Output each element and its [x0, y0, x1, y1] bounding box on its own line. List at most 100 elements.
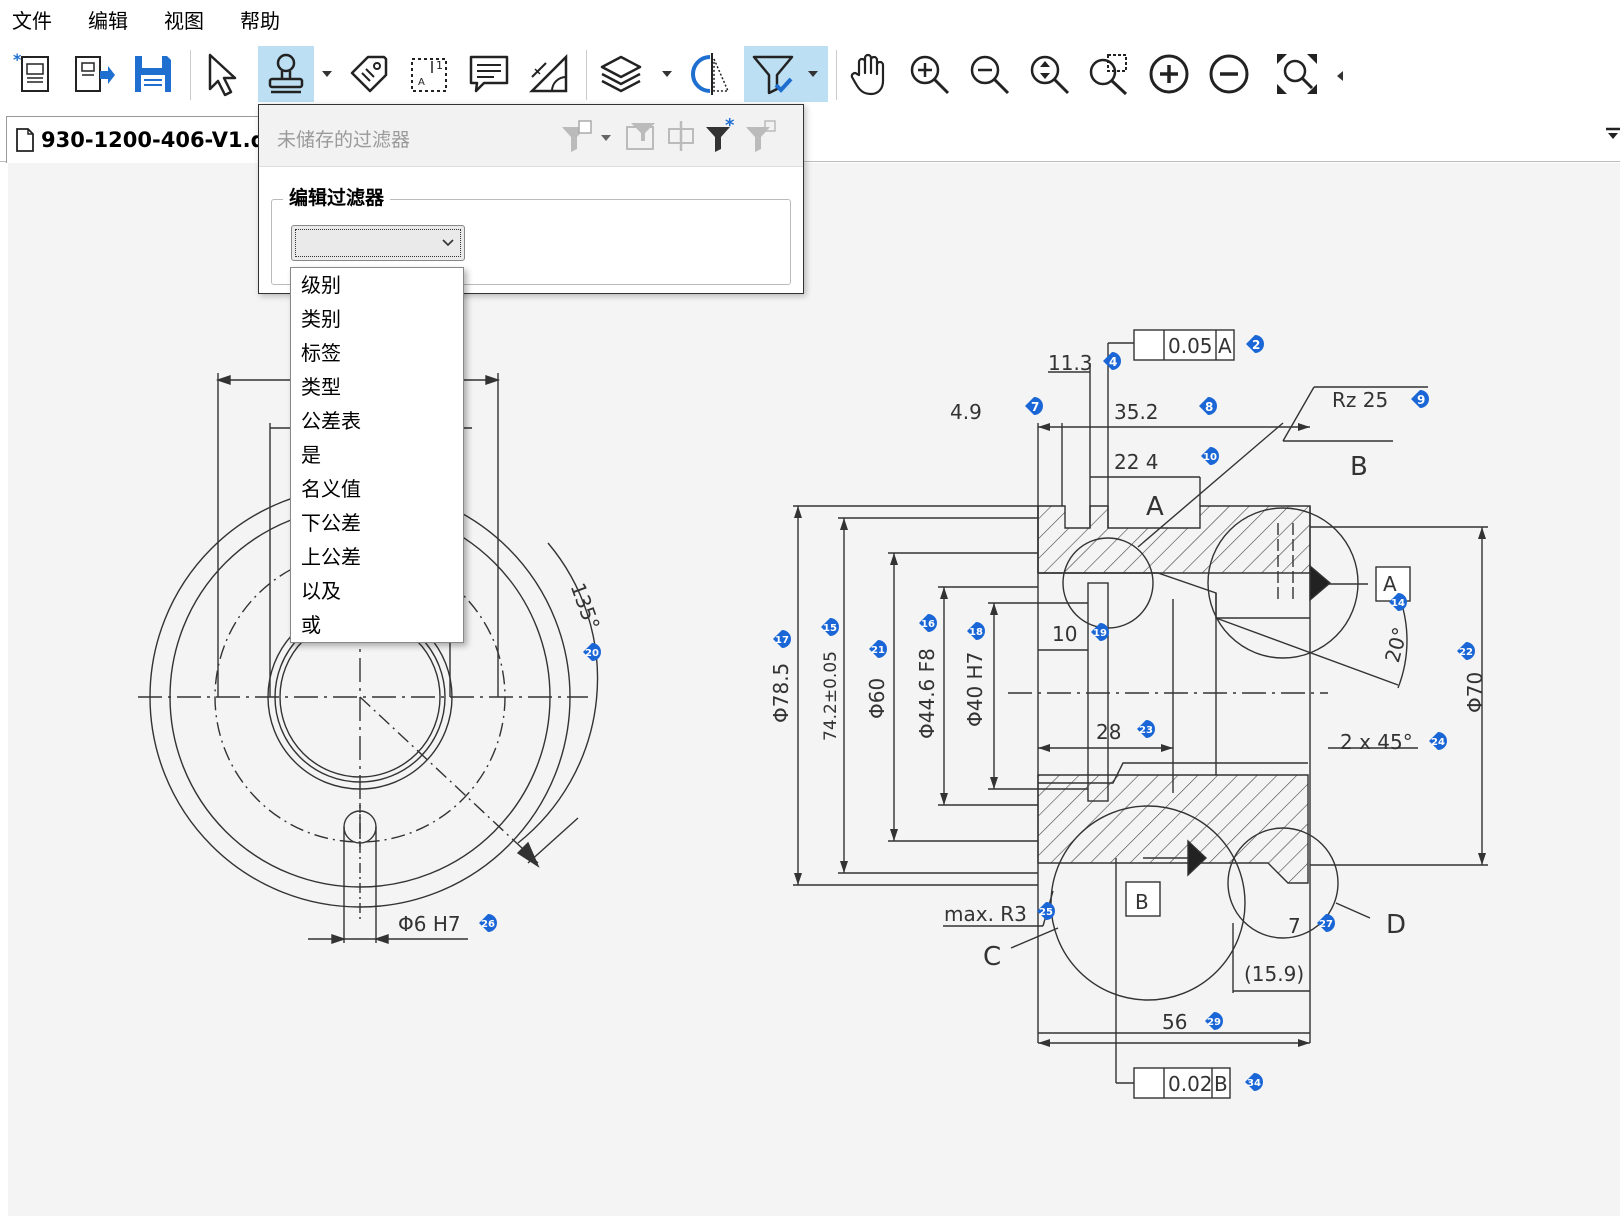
filter-dropdown-arrow[interactable]	[806, 68, 820, 80]
stamp-dropdown-arrow[interactable]	[320, 68, 334, 80]
balloon-22[interactable]: 22	[1457, 642, 1475, 660]
balloon-18[interactable]: 18	[967, 622, 985, 640]
zoom-window-icon[interactable]	[1082, 46, 1136, 102]
select-focus-ring	[295, 229, 461, 257]
dim-max-r3: max. R3	[944, 902, 1027, 926]
balloon-10[interactable]: 10	[1201, 447, 1219, 465]
dropdown-option-category[interactable]: 类别	[301, 307, 341, 331]
svg-text:19: 19	[1093, 628, 1107, 639]
svg-text:A: A	[418, 77, 425, 88]
file-icon	[16, 128, 34, 152]
svg-text:25: 25	[1039, 907, 1053, 918]
new-document-icon[interactable]: *	[6, 46, 60, 102]
stamp-icon[interactable]	[258, 46, 314, 102]
filter-criterion-select[interactable]	[291, 225, 465, 261]
toolbar-overflow-arrow[interactable]	[1336, 70, 1344, 82]
new-filter-icon[interactable]: *	[703, 117, 739, 155]
zoom-out-icon[interactable]	[962, 46, 1016, 102]
balloon-4[interactable]: 4	[1103, 352, 1121, 370]
balloon-7[interactable]: 7	[1025, 397, 1043, 415]
split-filter-icon[interactable]	[663, 117, 699, 155]
comment-icon[interactable]	[462, 46, 516, 102]
balloon-29[interactable]: 29	[1205, 1012, 1223, 1030]
menu-edit[interactable]: 编辑	[88, 8, 128, 33]
toolbar-separator	[190, 50, 191, 100]
tag-icon[interactable]	[342, 46, 396, 102]
fcf-datum-34: B	[1214, 1072, 1228, 1096]
balloon-23[interactable]: 23	[1137, 720, 1155, 738]
open-document-icon[interactable]	[66, 46, 120, 102]
svg-text:34: 34	[1247, 1078, 1261, 1089]
balloon-14[interactable]: 14	[1389, 593, 1407, 611]
balloon-17[interactable]: 17	[773, 630, 791, 648]
tab-bar: 930-1200-406-V1.dx	[0, 108, 1620, 163]
dropdown-option-and[interactable]: 以及	[301, 579, 341, 603]
zoom-fit-icon[interactable]	[1022, 46, 1076, 102]
compare-icon[interactable]	[684, 46, 738, 102]
hand-pan-icon[interactable]	[842, 46, 896, 102]
dim-phi70: Φ70	[1463, 672, 1487, 713]
menu-view[interactable]: 视图	[164, 8, 204, 33]
svg-text:29: 29	[1207, 1017, 1221, 1028]
filter-icon[interactable]	[744, 46, 828, 102]
layers-icon[interactable]	[594, 46, 648, 102]
dropdown-option-level[interactable]: 级别	[301, 273, 341, 297]
balloon-8[interactable]: 8	[1199, 397, 1217, 415]
dropdown-option-type[interactable]: 类型	[301, 375, 341, 399]
dropdown-option-is[interactable]: 是	[301, 443, 321, 467]
dim-135-deg: 135°	[566, 580, 605, 633]
balloon-34[interactable]: 34	[1245, 1073, 1263, 1091]
filter-panel-title: 未储存的过滤器	[277, 129, 411, 151]
dim-56: 56	[1162, 1010, 1187, 1034]
add-circle-icon[interactable]	[1142, 46, 1196, 102]
dropdown-option-lower-tol[interactable]: 下公差	[301, 511, 361, 535]
balloon-26[interactable]: 26	[479, 914, 497, 932]
zoom-extents-icon[interactable]	[1270, 46, 1324, 102]
document-tab[interactable]: 930-1200-406-V1.dx	[6, 116, 268, 163]
balloon-25[interactable]: 25	[1037, 902, 1055, 920]
dim-rz25: Rz 25	[1332, 388, 1388, 412]
svg-text:17: 17	[775, 635, 789, 646]
dropdown-option-nominal[interactable]: 名义值	[301, 477, 361, 501]
technical-drawing: 11.3 0.05 A 4.9 35.2 Rz 25 22 4 A B 10 A…	[138, 329, 1488, 1099]
fcf-datum-2: A	[1218, 334, 1232, 358]
menu-file[interactable]: 文件	[12, 8, 52, 33]
balloon-2[interactable]: 2	[1246, 335, 1264, 353]
menu-bar: 文件 编辑 视图 帮助	[0, 0, 1620, 38]
dropdown-option-upper-tol[interactable]: 上公差	[301, 545, 361, 569]
filter-criterion-dropdown: 级别 类别 标签 类型 公差表 是 名义值 下公差 上公差 以及 或	[290, 267, 464, 643]
menu-help[interactable]: 帮助	[240, 8, 280, 33]
balloon-20[interactable]: 20	[583, 643, 601, 661]
balloon-15[interactable]: 15	[821, 618, 839, 636]
remove-circle-icon[interactable]	[1202, 46, 1256, 102]
svg-text:26: 26	[481, 919, 495, 930]
svg-text:23: 23	[1139, 725, 1153, 736]
edit-filter-label: 编辑过滤器	[283, 183, 391, 210]
datum-a-box: A	[1383, 572, 1397, 596]
select-pointer-icon[interactable]	[196, 46, 250, 102]
balloon-19[interactable]: 19	[1091, 623, 1109, 641]
dropdown-option-tag[interactable]: 标签	[301, 341, 341, 365]
balloon-24[interactable]: 24	[1429, 732, 1447, 750]
load-filter-icon[interactable]	[623, 117, 659, 155]
svg-text:14: 14	[1391, 598, 1405, 609]
svg-text:15: 15	[823, 623, 837, 634]
save-icon[interactable]	[126, 46, 180, 102]
dropdown-option-or[interactable]: 或	[301, 613, 321, 637]
layers-dropdown-arrow[interactable]	[660, 68, 674, 80]
clear-filter-icon[interactable]	[743, 117, 779, 155]
dim-22-4: 22 4	[1114, 450, 1159, 474]
balloon-27[interactable]: 27	[1317, 914, 1335, 932]
tab-list-menu-icon[interactable]	[1604, 122, 1620, 142]
zoom-in-icon[interactable]	[902, 46, 956, 102]
save-filter-icon[interactable]	[559, 117, 617, 155]
drawing-canvas[interactable]: 11.3 0.05 A 4.9 35.2 Rz 25 22 4 A B 10 A…	[8, 163, 1620, 1216]
balloon-16[interactable]: 16	[919, 614, 937, 632]
filter-panel-header: 未储存的过滤器 *	[259, 105, 803, 167]
balloon-21[interactable]: 21	[869, 640, 887, 658]
protractor-icon[interactable]	[522, 46, 576, 102]
datum-b-box: B	[1135, 890, 1149, 914]
dropdown-option-tolerance-table[interactable]: 公差表	[301, 409, 361, 433]
balloon-9[interactable]: 9	[1411, 390, 1429, 408]
